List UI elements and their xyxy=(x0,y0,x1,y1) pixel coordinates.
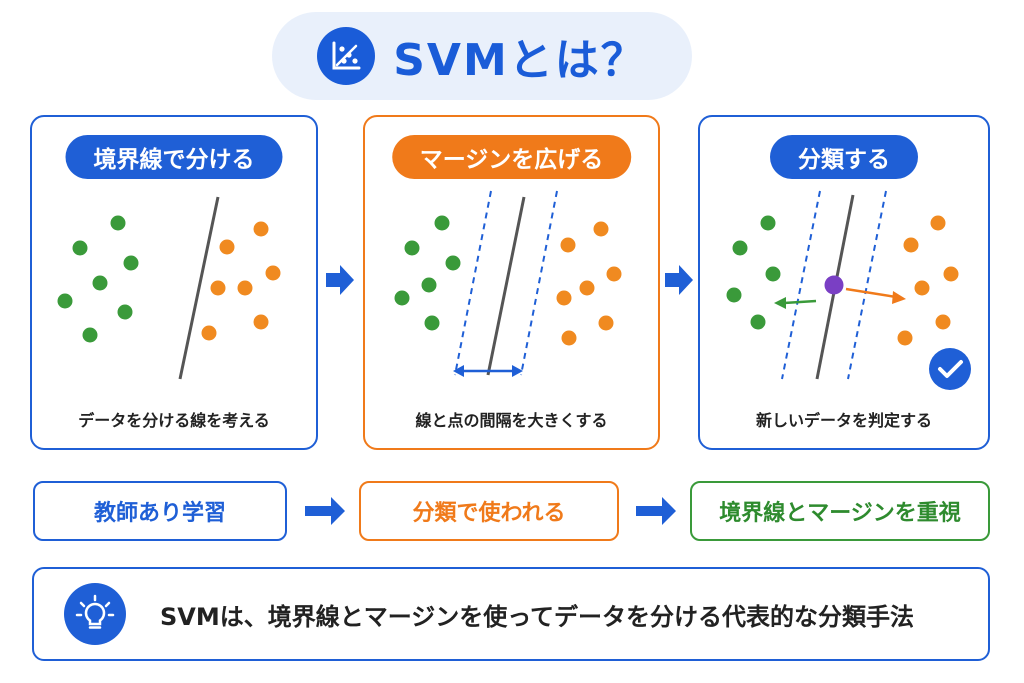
summary-box: SVMは、境界線とマージンを使ってデータを分ける代表的な分類手法 xyxy=(32,567,990,661)
right-arrow-icon xyxy=(326,265,354,295)
right-arrow-icon xyxy=(305,497,345,525)
step-used-for-classification: 分類で使われる xyxy=(359,481,619,541)
title-banner: SVMとは？ xyxy=(272,12,692,100)
classify-diagram xyxy=(726,190,971,390)
summary-text: SVMは、境界線とマージンを使ってデータを分ける代表的な分類手法 xyxy=(160,602,915,631)
margin-diagram xyxy=(394,190,622,377)
panel-caption-margin: 線と点の間隔を大きくする xyxy=(415,411,608,430)
scatter-plot-icon xyxy=(317,27,376,85)
step-supervised-learning: 教師あり学習 xyxy=(33,481,287,541)
lightbulb-icon xyxy=(64,583,126,645)
checkmark-icon xyxy=(929,348,971,390)
right-arrow-icon xyxy=(636,497,676,525)
panel-caption-classify: 新しいデータを判定する xyxy=(755,411,932,430)
right-arrow-icon xyxy=(665,265,693,295)
boundary-diagram xyxy=(57,196,281,380)
step-boundary-margin-focus: 境界線とマージンを重視 xyxy=(690,481,990,541)
panel-boundary: 境界線で分ける データを分ける線を考える xyxy=(30,115,318,450)
panel-label-margin: マージンを広げる xyxy=(391,135,632,179)
panel-classify: 分類する 新しいデータを判定する xyxy=(698,115,990,450)
page-title: SVMとは？ xyxy=(393,35,647,86)
panel-label-classify: 分類する xyxy=(770,135,918,179)
panel-margin: マージンを広げる 線と点の間隔を大きくする xyxy=(363,115,660,450)
panel-caption-boundary: データを分ける線を考える xyxy=(78,411,270,430)
panel-label-boundary: 境界線で分ける xyxy=(65,135,283,179)
